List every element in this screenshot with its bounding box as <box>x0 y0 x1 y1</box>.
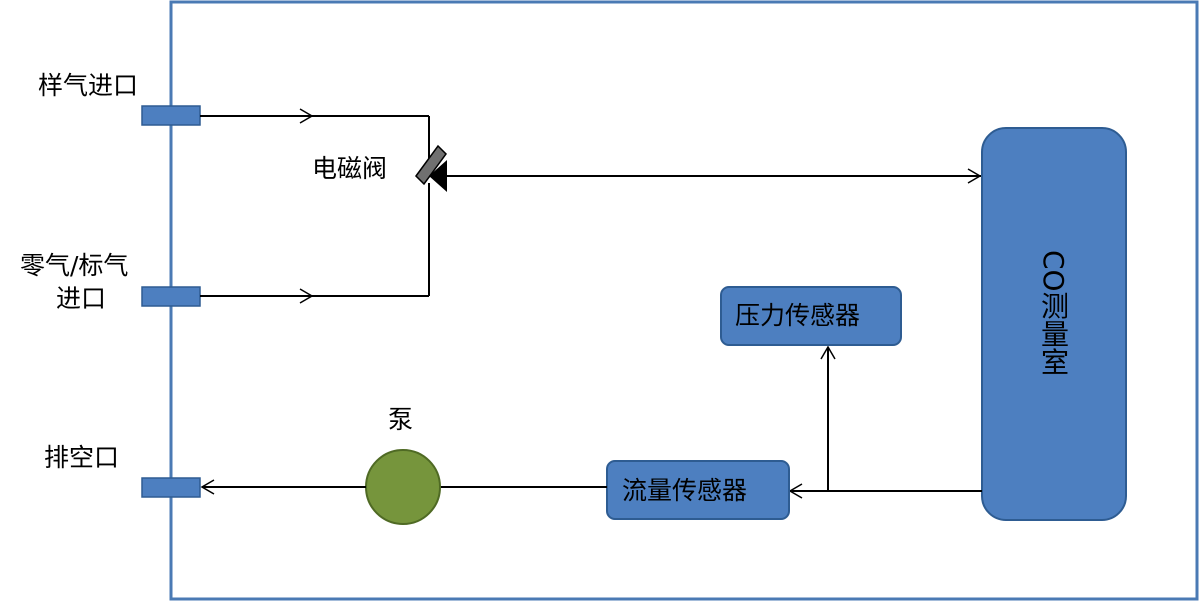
sample-line-arrow <box>299 108 314 124</box>
pressure-sensor-box <box>720 286 902 346</box>
pump-label: 泵 <box>388 405 414 434</box>
exhaust-label: 排空口 <box>44 443 120 472</box>
sample-inlet-port <box>141 105 201 126</box>
solenoid-valve-flap <box>415 144 447 186</box>
pump-circle <box>365 449 441 525</box>
pressure-branch-arrow <box>820 345 836 360</box>
solenoid-valve-body <box>429 160 447 192</box>
zero-span-line-arrow <box>299 288 314 304</box>
sample-inlet-label: 样气进口 <box>38 71 139 100</box>
measurement-chamber-label: CO测量室 <box>1037 250 1070 376</box>
zero-span-inlet-label-line2: 进口 <box>56 284 107 313</box>
zero-span-inlet-port <box>141 286 201 307</box>
flow-sensor-label: 流量传感器 <box>622 476 748 505</box>
pump-to-exhaust-arrow <box>200 479 215 495</box>
exhaust-port <box>141 477 201 498</box>
solenoid-valve-label: 电磁阀 <box>312 154 388 183</box>
valve-to-chamber-arrow <box>967 168 982 184</box>
pressure-sensor-label: 压力传感器 <box>735 301 861 330</box>
flow-sensor-box <box>606 460 790 520</box>
measurement-chamber-box <box>981 127 1127 521</box>
zero-span-inlet-label-line1: 零气/标气 <box>20 251 129 280</box>
